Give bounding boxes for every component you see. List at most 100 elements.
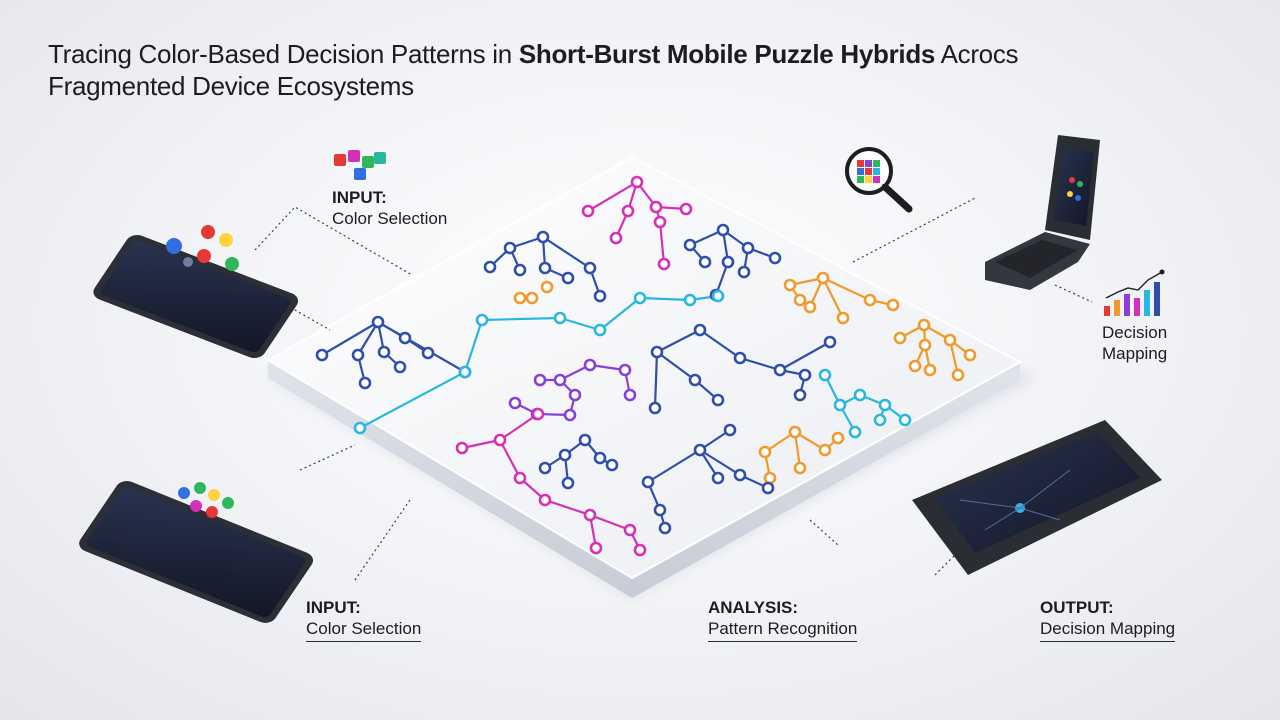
- network-node: [721, 255, 735, 269]
- grid-cell: [857, 160, 864, 167]
- network-node: [630, 175, 644, 189]
- label-head: INPUT:: [306, 598, 361, 617]
- connector-input-bottom: [354, 499, 411, 581]
- network-edge: [356, 320, 380, 357]
- network-edge: [586, 180, 639, 213]
- label-head: ANALYSIS:: [708, 598, 799, 617]
- network-edge: [460, 438, 502, 450]
- label-sub: Color Selection: [306, 618, 422, 642]
- network-node: [538, 461, 552, 475]
- network-node: [536, 230, 550, 244]
- network-node: [553, 311, 567, 325]
- color-dot: [190, 500, 202, 512]
- network-node: [581, 204, 595, 218]
- label-input-top: INPUT: Color Selection: [332, 187, 447, 231]
- network-node: [898, 413, 912, 427]
- network-node: [493, 433, 507, 447]
- network-node: [649, 200, 663, 214]
- network-node: [693, 443, 707, 457]
- network-node: [923, 363, 937, 377]
- network-node: [863, 293, 877, 307]
- label-output: OUTPUT: Decision Mapping: [1040, 597, 1176, 642]
- platform: [266, 155, 1023, 580]
- network-edge: [653, 350, 659, 410]
- label-sub: Pattern Recognition: [708, 618, 858, 642]
- network-node: [455, 441, 469, 455]
- label-head: INPUT:: [332, 188, 387, 207]
- network-edge: [821, 276, 872, 302]
- color-dot: [178, 487, 190, 499]
- bar: [1104, 306, 1110, 316]
- network-node: [421, 346, 435, 360]
- network-node: [878, 398, 892, 412]
- grid-cell: [873, 168, 880, 175]
- title-bold-text: Short-Burst Mobile Puzzle Hybrids: [518, 39, 936, 69]
- network-node: [513, 263, 527, 277]
- network-node: [618, 363, 632, 377]
- flip-phone-screen: [1054, 148, 1094, 226]
- network-node: [803, 300, 817, 314]
- connector-phone-2: [299, 444, 356, 471]
- network-edge: [658, 220, 666, 266]
- network-node: [951, 368, 965, 382]
- network-node: [641, 475, 655, 489]
- network-node: [657, 257, 671, 271]
- network-edge: [646, 448, 702, 484]
- network-edge: [698, 328, 742, 360]
- network-node: [525, 291, 539, 305]
- color-dot: [1077, 181, 1083, 187]
- label-line: Decision: [1102, 323, 1168, 342]
- network-node: [823, 335, 837, 349]
- network-node: [315, 348, 329, 362]
- network-node: [761, 481, 775, 495]
- network-node: [758, 445, 772, 459]
- bar: [1154, 282, 1160, 316]
- network-node: [793, 388, 807, 402]
- network-edge: [498, 412, 540, 442]
- bar: [1124, 294, 1130, 316]
- network-edge: [320, 320, 380, 357]
- network-node: [836, 311, 850, 325]
- network-node: [908, 359, 922, 373]
- color-dot: [197, 249, 211, 263]
- network-node: [653, 503, 667, 517]
- network-node: [818, 368, 832, 382]
- network-node: [458, 365, 472, 379]
- network-node: [398, 331, 412, 345]
- network-node: [650, 345, 664, 359]
- network-node: [648, 401, 662, 415]
- network-node: [798, 368, 812, 382]
- network-node: [558, 448, 572, 462]
- network-edge: [821, 276, 845, 320]
- network-node: [741, 241, 755, 255]
- network-node: [658, 521, 672, 535]
- network-node: [358, 376, 372, 390]
- network-node: [503, 241, 517, 255]
- label-sub: Decision Mapping: [1040, 618, 1176, 642]
- phone-top-left-screen-content: [166, 225, 239, 271]
- network-node: [711, 289, 725, 303]
- network-node: [963, 348, 977, 362]
- network-node: [583, 508, 597, 522]
- magnifier-grid-icon: [845, 147, 913, 213]
- network-node: [683, 293, 697, 307]
- phone-screen: [101, 240, 291, 353]
- label-head: OUTPUT:: [1040, 598, 1114, 617]
- network-node: [831, 431, 845, 445]
- flip-phone-keypad: [995, 240, 1078, 278]
- color-dot: [166, 238, 182, 254]
- network-node: [353, 421, 367, 435]
- network-node: [886, 298, 900, 312]
- network-node: [773, 363, 787, 377]
- network-node: [893, 331, 907, 345]
- color-dot: [1075, 195, 1081, 201]
- network-edge: [358, 370, 467, 430]
- network-node: [578, 433, 592, 447]
- network-edge: [778, 340, 832, 372]
- network-node: [723, 423, 737, 437]
- network-node: [818, 443, 832, 457]
- color-dot: [208, 489, 220, 501]
- network-edge: [638, 296, 692, 302]
- network-node: [783, 278, 797, 292]
